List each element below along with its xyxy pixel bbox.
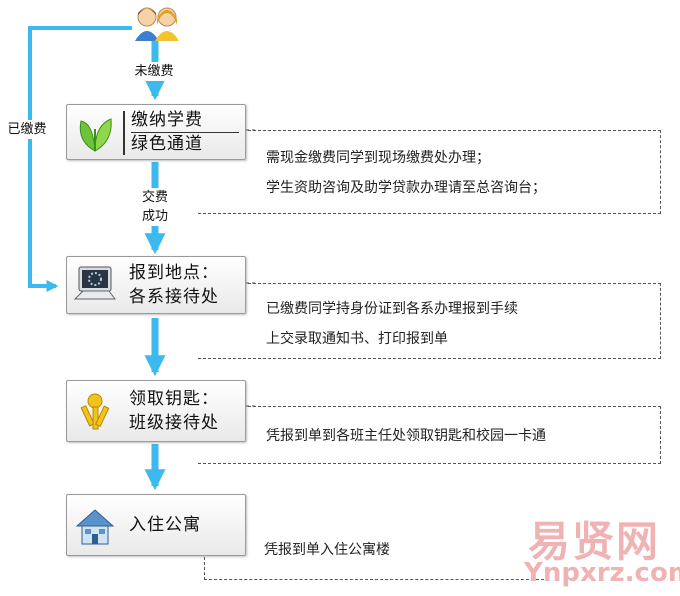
green-leaf-icon [79, 118, 112, 152]
step-pay-tuition-line2: 绿色通道 [131, 134, 203, 154]
edge-label-pay-success-line1: 交费 [141, 190, 168, 205]
step-registration: 报到地点： 各系接待处 [66, 256, 246, 314]
users-icon [135, 7, 179, 41]
edge-label-pay-success: 交费 成功 [132, 188, 178, 226]
arrow-paid-bypass [28, 26, 132, 292]
keys-icon [80, 393, 110, 430]
house-icon [75, 509, 115, 545]
step-registration-line2: 各系接待处 [129, 287, 219, 307]
edge-label-unpaid: 未缴费 [126, 62, 182, 81]
step-collect-keys-line2: 班级接待处 [129, 413, 219, 433]
note-registration-line1: 已缴费同学持身份证到各系办理报到手续 [266, 301, 518, 317]
note-payment-line1: 需现金缴费同学到现场缴费处办理； [266, 150, 490, 166]
watermark-url: Ynpxrz.com [524, 558, 680, 588]
step-collect-keys-line1: 领取钥匙： [129, 389, 219, 409]
edge-label-pay-success-line2: 成功 [141, 209, 168, 224]
note-keys [198, 406, 661, 464]
computer-icon [73, 266, 116, 300]
edge-label-paid: 已缴费 [2, 120, 52, 139]
note-registration-line2: 上交录取通知书、打印报到单 [266, 331, 448, 347]
label-rule [131, 132, 239, 133]
note-payment [198, 130, 661, 214]
step-divider [123, 111, 125, 155]
step-move-in: 入住公寓 [66, 494, 246, 556]
note-registration [198, 283, 661, 359]
note-dorm-line1: 凭报到单入住公寓楼 [264, 542, 390, 558]
step-pay-tuition: 缴纳学费 绿色通道 [66, 104, 246, 160]
step-move-in-line1: 入住公寓 [129, 515, 201, 535]
step-pay-tuition-line1: 缴纳学费 [131, 110, 203, 130]
note-keys-line1: 凭报到单到各班主任处领取钥匙和校园一卡通 [266, 428, 546, 444]
watermark-logo: 易贤网 [528, 517, 661, 566]
step-registration-line1: 报到地点： [129, 263, 219, 283]
step-collect-keys: 领取钥匙： 班级接待处 [66, 380, 246, 442]
note-payment-line2: 学生资助咨询及助学贷款办理请至总咨询台； [266, 180, 546, 196]
